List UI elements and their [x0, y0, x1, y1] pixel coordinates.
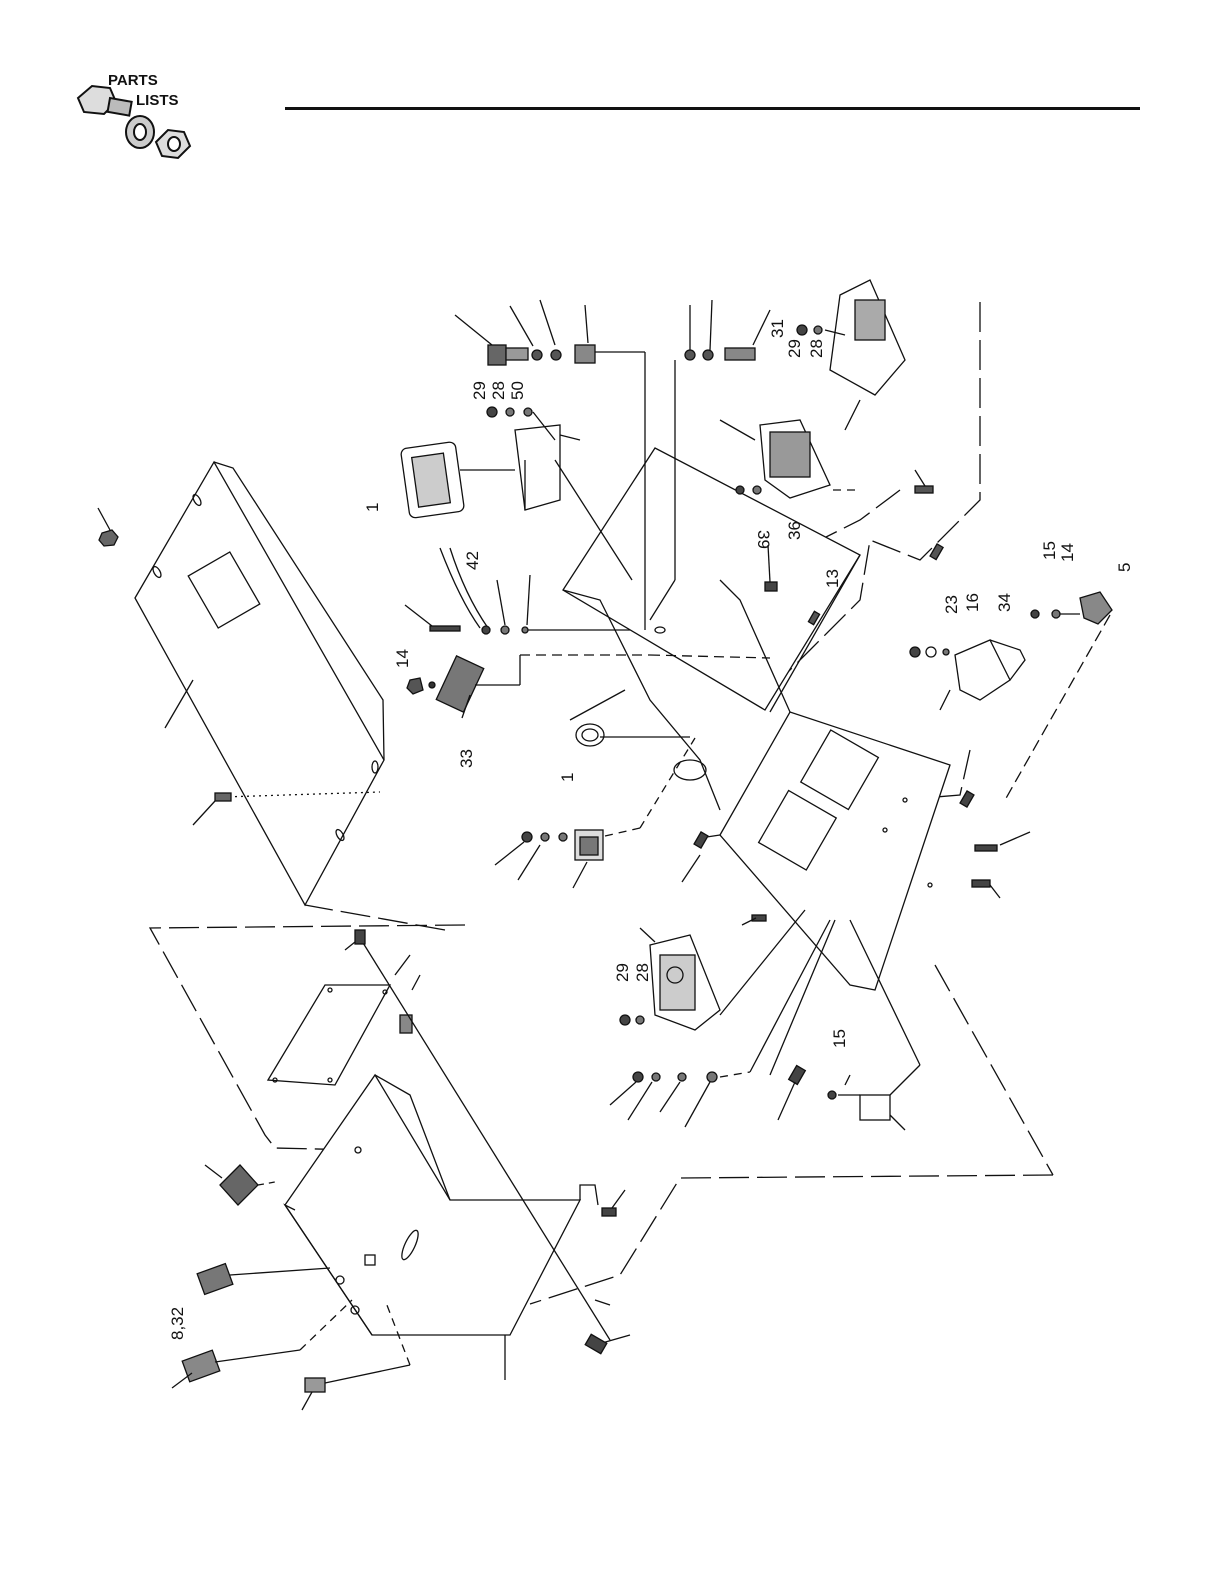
- part-label: 5: [1115, 563, 1134, 572]
- switch-assembly: [495, 738, 695, 888]
- part-label: 33: [457, 749, 476, 768]
- part-label: 14: [393, 649, 412, 668]
- part-label: 28: [633, 963, 652, 982]
- lower-washer-row: [610, 920, 835, 1127]
- part-label: 23: [942, 595, 961, 614]
- part-label: 28: [807, 339, 826, 358]
- part-label: 31: [768, 319, 787, 338]
- part-label: 14: [1058, 543, 1077, 562]
- part-label: 42: [463, 551, 482, 570]
- controller-module-mid: [720, 420, 860, 498]
- part-label: 8,32: [168, 1307, 187, 1340]
- part-label: 1: [363, 503, 382, 512]
- part-label: 50: [508, 381, 527, 400]
- part-label: 15: [830, 1029, 849, 1048]
- part-label: 1: [558, 773, 577, 782]
- cover-nut-icon: [99, 530, 118, 546]
- part-label: 28: [489, 381, 508, 400]
- enclosure-box: [285, 1075, 598, 1380]
- part-label: 13: [823, 569, 842, 588]
- part-label: 29: [613, 963, 632, 982]
- part-label: 29: [785, 339, 804, 358]
- part-label: 34: [995, 593, 1014, 612]
- part-label: 36: [785, 521, 804, 540]
- part-label: 15: [1040, 541, 1059, 560]
- cover-panel: [135, 462, 384, 905]
- grommet: [570, 690, 690, 746]
- part-label: 16: [963, 593, 982, 612]
- part-label: 29: [470, 381, 489, 400]
- part-label: 39: [754, 530, 773, 549]
